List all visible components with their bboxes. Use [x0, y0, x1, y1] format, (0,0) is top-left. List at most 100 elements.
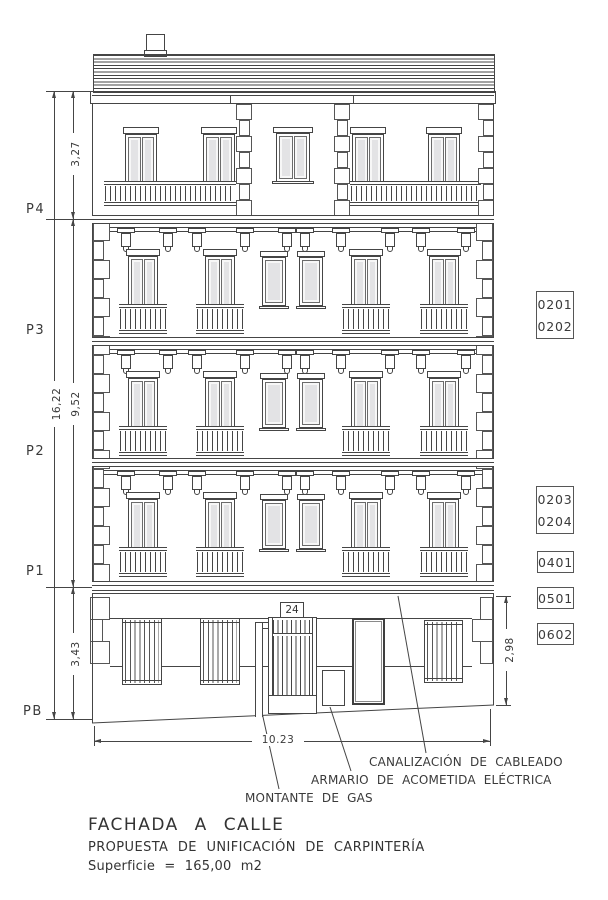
terrace-railing: [350, 181, 481, 206]
small-window: [262, 257, 286, 306]
terrace-railing: [104, 181, 236, 206]
window-lintel: [260, 251, 288, 257]
window-leaf: [265, 503, 283, 546]
fascia-end: [90, 91, 91, 104]
pilaster-quoin-block: [336, 184, 348, 200]
dim-arrow: [483, 738, 490, 743]
quoin-block: [482, 393, 493, 412]
quoin-block: [93, 469, 104, 488]
extension-line: [496, 596, 511, 597]
corbel: [159, 471, 177, 495]
balcony-railing: [196, 304, 244, 334]
floor-label-p3: P3: [26, 323, 46, 338]
dim-arrow: [71, 212, 75, 219]
dim-arrow: [71, 587, 75, 594]
electric-cabinet: [322, 670, 345, 706]
corbel: [236, 228, 254, 252]
window-leaf: [279, 136, 293, 179]
unit-code-box: 0203 0204: [536, 486, 574, 534]
window-leaf: [302, 260, 320, 303]
annotation-gas-riser: MONTANTE DE GAS: [245, 791, 373, 805]
floor-label-p4: P4: [26, 202, 46, 217]
railing-bars: [120, 552, 166, 572]
fascia-line: [92, 95, 494, 96]
small-window: [262, 500, 286, 549]
corbel: [117, 471, 135, 495]
extension-line: [490, 709, 491, 746]
quoin-block: [90, 597, 110, 620]
pilaster-quoin-block: [238, 184, 250, 200]
small-window: [299, 500, 323, 549]
balcony-railing: [420, 547, 468, 577]
left-wall-edge: [92, 103, 93, 723]
slab-p2: [92, 458, 494, 467]
gas-riser-pipe: [255, 623, 263, 717]
corbel: [296, 471, 314, 495]
dim-attic-height: 3,27: [70, 133, 82, 175]
pilaster-quoin-block: [236, 200, 252, 216]
right-wall-edge: [493, 103, 494, 705]
gas-riser-elbow: [255, 622, 272, 629]
corbel: [381, 350, 399, 374]
quoin-block: [93, 374, 110, 393]
quoin-block: [480, 641, 493, 664]
dim-arrow: [71, 91, 75, 98]
quoin-block: [482, 317, 493, 336]
dim-total-height: 16,22: [51, 381, 63, 427]
pilaster-quoin-block: [334, 136, 350, 152]
corbel: [412, 228, 430, 252]
fascia-joint: [230, 95, 231, 104]
window-lintel: [203, 492, 237, 499]
quoin-block: [93, 355, 104, 374]
slab-p1: [92, 581, 494, 594]
window-lintel: [126, 249, 160, 256]
pilaster-quoin-block: [236, 168, 252, 184]
extension-line: [94, 726, 95, 746]
pilaster-quoin-block: [334, 104, 350, 120]
corbel: [117, 350, 135, 374]
railing-bars: [351, 186, 480, 201]
unit-code: 0201: [537, 297, 573, 312]
frieze-line: [93, 470, 493, 471]
window-leaf: [265, 260, 283, 303]
quoin-block: [476, 488, 493, 507]
floor-label-pb: PB: [23, 704, 43, 719]
railing-bars: [343, 552, 389, 572]
corbel: [381, 471, 399, 495]
street-number-plate: 24: [280, 602, 304, 618]
railing-bars: [343, 431, 389, 451]
quoin-block: [90, 641, 110, 664]
corbel: [457, 471, 475, 495]
annotation-cable-conduit: CANALIZACIÓN DE CABLEADO: [369, 755, 563, 769]
unit-code: 0203: [537, 492, 573, 507]
corbel: [188, 350, 206, 374]
dim-arrow: [52, 712, 56, 719]
corbel: [332, 471, 350, 495]
dim-ground-height: 3,43: [70, 633, 82, 675]
corbel: [159, 350, 177, 374]
ground-window-shutter: [424, 620, 463, 683]
window-leaf: [293, 136, 307, 179]
dim-facade-width: 10.23: [252, 734, 304, 746]
window-lintel: [427, 371, 461, 378]
window-sill: [259, 549, 289, 552]
quoin-block: [93, 507, 104, 526]
extension-line: [46, 719, 92, 720]
window-lintel: [349, 249, 383, 256]
corbel: [332, 228, 350, 252]
drawing-surface: Superficie = 165,00 m2: [88, 859, 263, 874]
pilaster-quoin-block: [334, 200, 350, 216]
extension-line: [496, 705, 511, 706]
quoin-block: [478, 104, 494, 120]
fascia-line: [90, 103, 496, 104]
roof-band: [93, 54, 495, 93]
quoin-block: [93, 298, 110, 317]
quoin-block: [93, 545, 104, 564]
quoin-block: [476, 298, 493, 317]
quoin-block: [482, 431, 493, 450]
window-lintel: [426, 127, 462, 134]
dim-arrow: [504, 698, 508, 705]
railing-bars: [197, 309, 243, 329]
window-lintel: [427, 249, 461, 256]
floor-label-p2: P2: [26, 444, 46, 459]
